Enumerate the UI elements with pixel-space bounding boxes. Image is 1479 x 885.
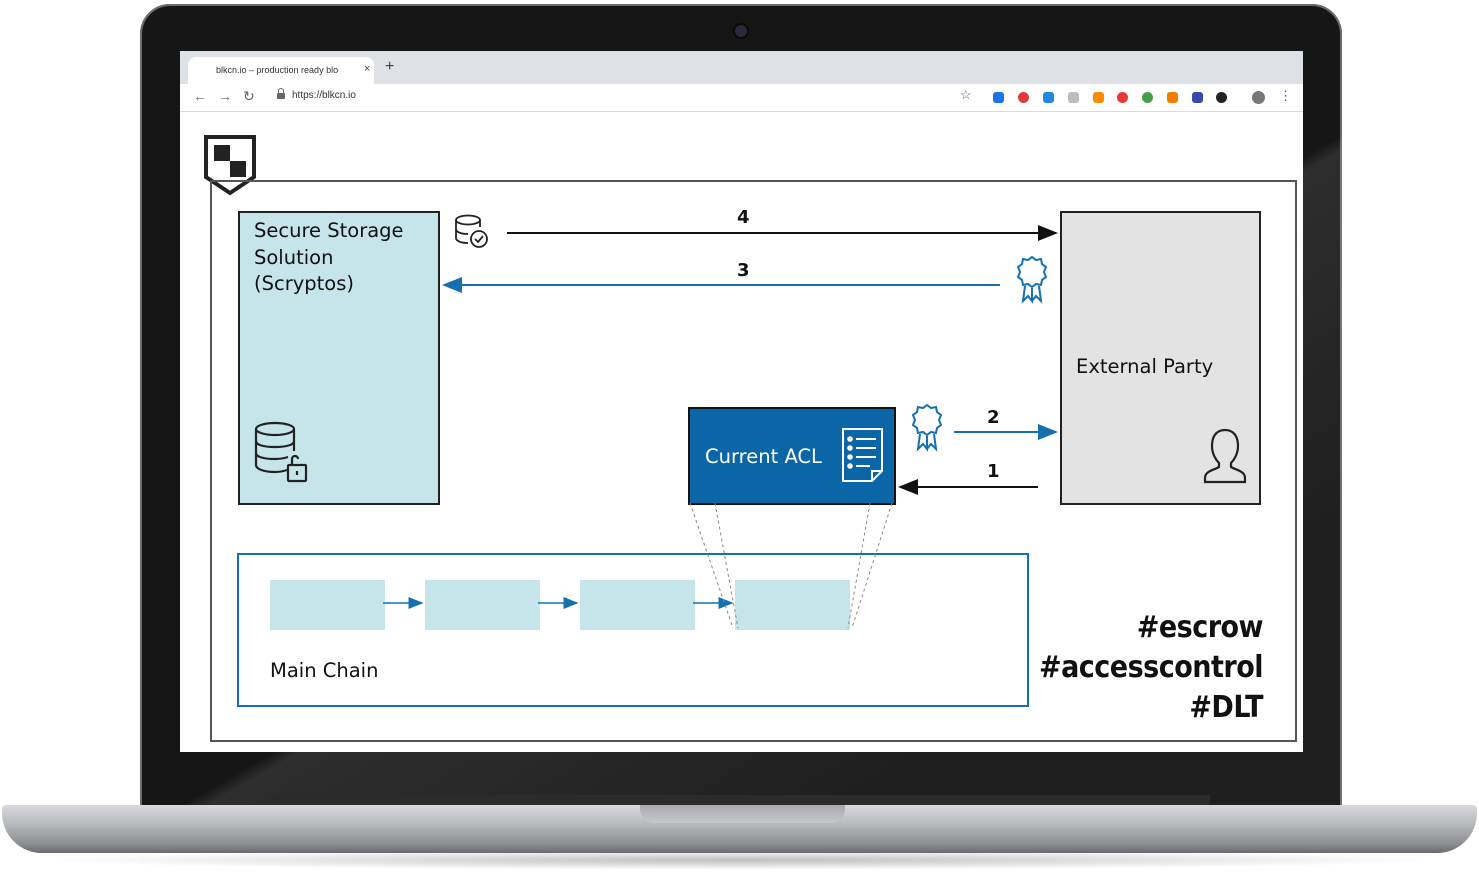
projection-lines bbox=[689, 502, 893, 629]
external-party-title: External Party bbox=[1076, 355, 1214, 378]
back-button[interactable]: ← bbox=[193, 88, 207, 104]
certificate-badge-icon bbox=[1016, 255, 1048, 304]
adblock-extension-icon[interactable] bbox=[1018, 92, 1029, 103]
hashtag-dlt: #DLT bbox=[1189, 690, 1263, 725]
main-chain-box: Main Chain bbox=[237, 553, 1029, 707]
browser-tab[interactable]: blkcn.io – production ready blo × bbox=[188, 57, 374, 84]
browser-menu-button[interactable]: ⋮ bbox=[1279, 88, 1292, 103]
document-list-icon bbox=[842, 428, 883, 482]
laptop-notch bbox=[640, 805, 845, 823]
camera-icon bbox=[735, 25, 747, 37]
metamask-extension-icon[interactable] bbox=[1167, 92, 1178, 103]
pinterest-extension-icon[interactable] bbox=[1117, 92, 1128, 103]
bookmark-star-icon[interactable]: ☆ bbox=[960, 87, 972, 102]
hashtag-escrow: #escrow bbox=[1136, 610, 1264, 645]
tab-close-icon[interactable]: × bbox=[364, 63, 371, 75]
tab-title: blkcn.io – production ready blo bbox=[216, 65, 339, 75]
extension-icon[interactable] bbox=[1043, 92, 1054, 103]
main-chain-label: Main Chain bbox=[270, 659, 379, 682]
step-4-label: 4 bbox=[737, 207, 750, 228]
secure-storage-box: Secure Storage Solution (Scryptos) bbox=[238, 211, 440, 505]
chain-block bbox=[580, 580, 695, 630]
step-1-label: 1 bbox=[987, 461, 1000, 482]
certificate-badge-icon bbox=[911, 403, 943, 452]
chain-block bbox=[425, 580, 540, 630]
diagram-connectors bbox=[383, 214, 1058, 629]
laptop-hinge bbox=[270, 795, 1210, 807]
hashtags: #escrow #accesscontrol #DLT bbox=[1038, 608, 1264, 728]
reload-button[interactable]: ↻ bbox=[243, 88, 255, 104]
browser-screen: blkcn.io – production ready blo × + ← → … bbox=[180, 51, 1303, 752]
database-unlocked-icon bbox=[254, 421, 308, 483]
chain-block bbox=[735, 580, 850, 630]
grammarly-extension-icon[interactable] bbox=[1142, 92, 1153, 103]
profile-avatar[interactable] bbox=[1252, 91, 1265, 104]
step-3-label: 3 bbox=[737, 260, 750, 281]
chain-block bbox=[270, 580, 385, 630]
extension-icon[interactable] bbox=[1216, 92, 1227, 103]
extension-icon[interactable] bbox=[1068, 92, 1079, 103]
lock-icon[interactable] bbox=[277, 88, 285, 99]
current-acl-box: Current ACL bbox=[688, 407, 896, 505]
new-tab-button[interactable]: + bbox=[385, 58, 395, 75]
shield-logo-icon bbox=[204, 135, 256, 196]
extension-icon[interactable] bbox=[993, 92, 1004, 103]
browser-toolbar: ← → ↻ https://blkcn.io ☆ ⋮ bbox=[180, 84, 1303, 112]
secure-storage-title: Secure Storage Solution (Scryptos) bbox=[254, 219, 404, 295]
hashtag-accesscontrol: #accesscontrol bbox=[1038, 650, 1264, 685]
laptop-shadow bbox=[40, 850, 1440, 870]
forward-button[interactable]: → bbox=[218, 88, 232, 104]
extension-icon[interactable] bbox=[1093, 92, 1104, 103]
step-2-label: 2 bbox=[987, 407, 1000, 428]
address-bar[interactable]: https://blkcn.io bbox=[292, 90, 356, 101]
external-party-box: External Party bbox=[1060, 211, 1261, 505]
diagram-frame bbox=[210, 180, 1297, 742]
tab-bar: blkcn.io – production ready blo × + bbox=[180, 51, 1303, 84]
user-icon bbox=[1203, 428, 1247, 484]
extension-icon[interactable] bbox=[1192, 92, 1203, 103]
current-acl-title: Current ACL bbox=[705, 445, 822, 468]
database-check-icon bbox=[455, 214, 488, 248]
